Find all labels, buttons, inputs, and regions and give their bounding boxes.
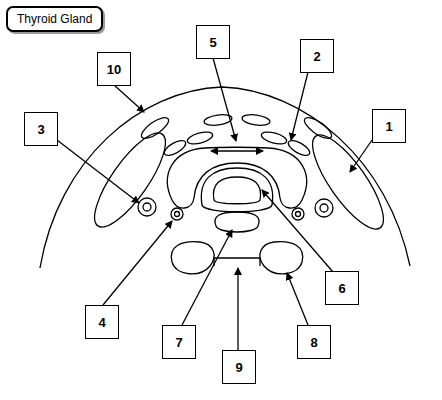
callout-number: 9 <box>235 360 242 375</box>
callout-number: 4 <box>98 315 105 330</box>
callout-number: 10 <box>107 62 121 77</box>
callout-box: 3 <box>24 112 58 146</box>
callout-box: 7 <box>162 325 196 359</box>
callout-box: 1 <box>372 109 406 143</box>
callout-number: 2 <box>313 49 320 64</box>
title-text: Thyroid Gland <box>17 12 92 26</box>
callout-box: 6 <box>325 271 359 305</box>
callout-box: 9 <box>222 350 256 384</box>
callout-box: 4 <box>85 305 119 339</box>
callout-box: 10 <box>97 52 131 86</box>
callout-number: 1 <box>385 119 392 134</box>
callout-box: 8 <box>297 325 331 359</box>
callout-box: 2 <box>300 39 334 73</box>
callout-box: 5 <box>196 25 230 59</box>
callout-number: 7 <box>175 335 182 350</box>
callout-number: 6 <box>338 281 345 296</box>
callout-number: 5 <box>209 35 216 50</box>
callout-number: 8 <box>310 335 317 350</box>
title-box: Thyroid Gland <box>6 6 103 32</box>
callout-number: 3 <box>37 122 44 137</box>
